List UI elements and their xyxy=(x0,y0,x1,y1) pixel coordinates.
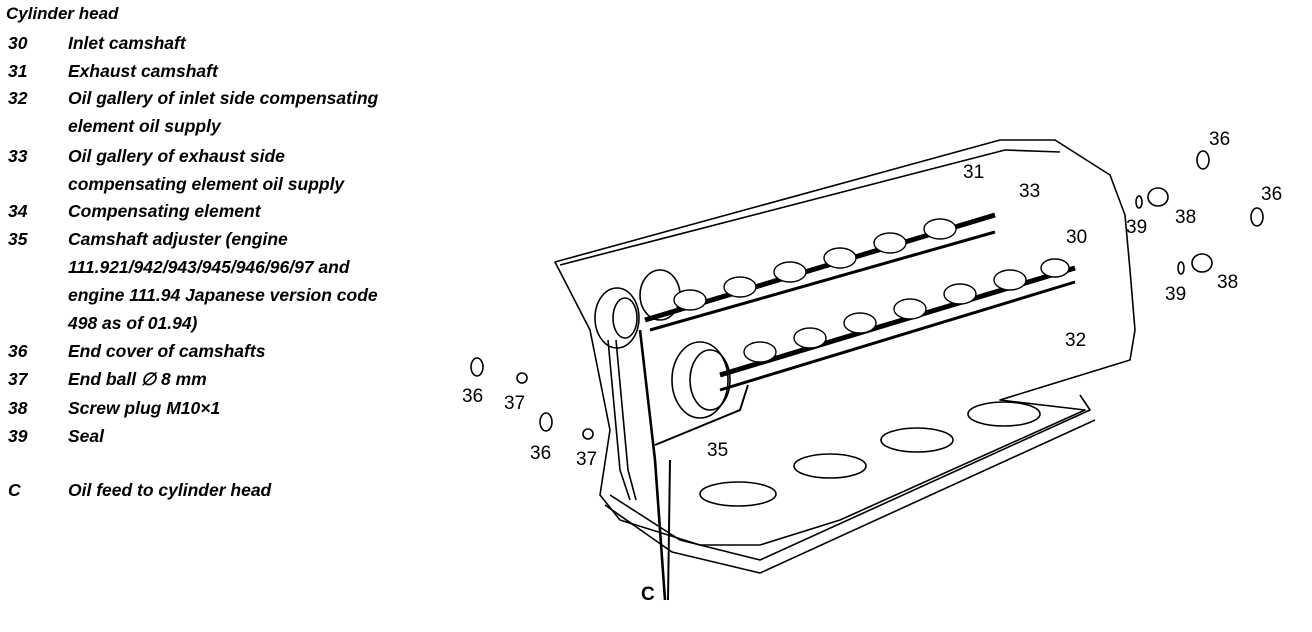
callout-36: 36 xyxy=(530,443,551,464)
legend-description: Exhaust camshaft xyxy=(68,61,218,81)
legend-description: Oil gallery of inlet side compensating xyxy=(68,88,379,108)
callout-30: 30 xyxy=(1066,227,1087,248)
callout-38: 38 xyxy=(1217,272,1238,293)
callout-37: 37 xyxy=(504,393,525,414)
legend-description: Compensating element xyxy=(68,201,261,221)
callout-c: C xyxy=(641,584,655,605)
legend-number: 37 xyxy=(8,369,28,389)
legend-description-cont: 498 as of 01.94) xyxy=(68,313,198,333)
cam-lobes xyxy=(673,218,1070,363)
end-cover xyxy=(539,412,553,432)
legend-description: Oil gallery of exhaust side xyxy=(68,146,285,166)
end-ball xyxy=(516,372,528,384)
seal xyxy=(1177,261,1185,275)
legend-description-cont: compensating element oil supply xyxy=(68,174,345,194)
end-cover xyxy=(1250,207,1264,227)
legend-number: 31 xyxy=(8,61,28,81)
legend-description: Screw plug M10×1 xyxy=(68,398,221,418)
legend-description-cont: engine 111.94 Japanese version code xyxy=(68,285,378,305)
cylinder-bore xyxy=(699,481,777,507)
legend-number: 35 xyxy=(8,229,28,249)
screw-plug xyxy=(1147,187,1169,207)
callout-36: 36 xyxy=(1209,129,1230,150)
callout-35: 35 xyxy=(707,440,728,461)
callout-37: 37 xyxy=(576,449,597,470)
legend-description: End cover of camshafts xyxy=(68,341,266,361)
legend-number: 38 xyxy=(8,398,28,418)
end-ball xyxy=(582,428,594,440)
legend-description: Inlet camshaft xyxy=(68,33,186,53)
legend-title: Cylinder head xyxy=(6,4,119,23)
cylinder-head-drawing xyxy=(554,139,1136,574)
callout-36: 36 xyxy=(462,386,483,407)
end-cover xyxy=(1196,150,1210,170)
callout-33: 33 xyxy=(1019,181,1040,202)
legend-description-cont: element oil supply xyxy=(68,116,221,136)
camshaft-adjuster xyxy=(671,341,729,419)
legend-number: 30 xyxy=(8,33,28,53)
legend-number: 32 xyxy=(8,88,28,108)
exhaust-camshaft-lower xyxy=(649,230,996,332)
legend-description: End ball ∅ 8 mm xyxy=(68,369,207,389)
legend-description: Oil feed to cylinder head xyxy=(68,480,272,500)
cylinder-bore xyxy=(880,427,954,453)
callout-32: 32 xyxy=(1065,330,1086,351)
callout-31: 31 xyxy=(963,162,984,183)
callout-38: 38 xyxy=(1175,207,1196,228)
legend-description: Seal xyxy=(68,426,104,446)
oil-feed-line xyxy=(638,329,667,601)
timing-cover xyxy=(594,287,640,349)
callout-36: 36 xyxy=(1261,184,1282,205)
loose-parts xyxy=(470,150,1264,440)
legend-number: 34 xyxy=(8,201,28,221)
legend-number: 33 xyxy=(8,146,28,166)
legend-description: Camshaft adjuster (engine xyxy=(68,229,288,249)
legend-number: 39 xyxy=(8,426,28,446)
inlet-camshaft-lower xyxy=(719,280,1076,392)
callouts: 31 33 30 32 35 36 36 36 36 37 37 38 38 3… xyxy=(462,129,1282,605)
callout-39: 39 xyxy=(1126,217,1147,238)
cylinder-bore xyxy=(793,453,867,479)
screw-plug xyxy=(1191,253,1213,273)
seal xyxy=(1135,195,1143,209)
legend-description-cont: 111.921/942/943/945/946/96/97 and xyxy=(68,257,350,277)
callout-39: 39 xyxy=(1165,284,1186,305)
cylinder-bore xyxy=(967,401,1041,427)
end-cover xyxy=(470,357,484,377)
legend-number: C xyxy=(8,480,21,500)
legend-number: 36 xyxy=(8,341,28,361)
